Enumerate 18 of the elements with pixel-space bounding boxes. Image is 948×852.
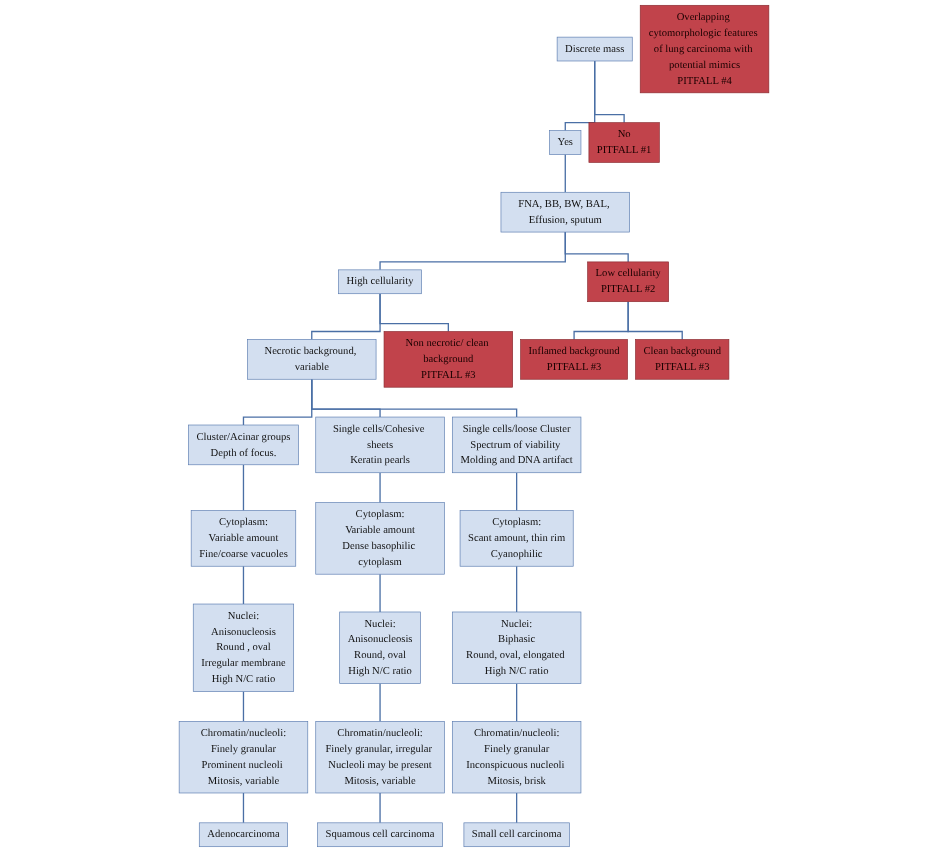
connector xyxy=(594,60,625,124)
connector xyxy=(379,573,381,613)
connector xyxy=(311,378,518,418)
connector xyxy=(379,682,381,723)
connector xyxy=(515,792,518,824)
connector xyxy=(515,565,518,613)
connector xyxy=(242,565,245,605)
connector xyxy=(242,792,245,824)
connector xyxy=(515,472,518,512)
connector xyxy=(379,293,449,333)
connector xyxy=(564,231,629,263)
connector xyxy=(564,153,566,193)
connector xyxy=(379,792,381,824)
connector xyxy=(515,682,518,723)
connector xyxy=(379,472,381,504)
connector xyxy=(242,464,245,512)
connector xyxy=(627,301,683,341)
connector xyxy=(242,690,245,723)
